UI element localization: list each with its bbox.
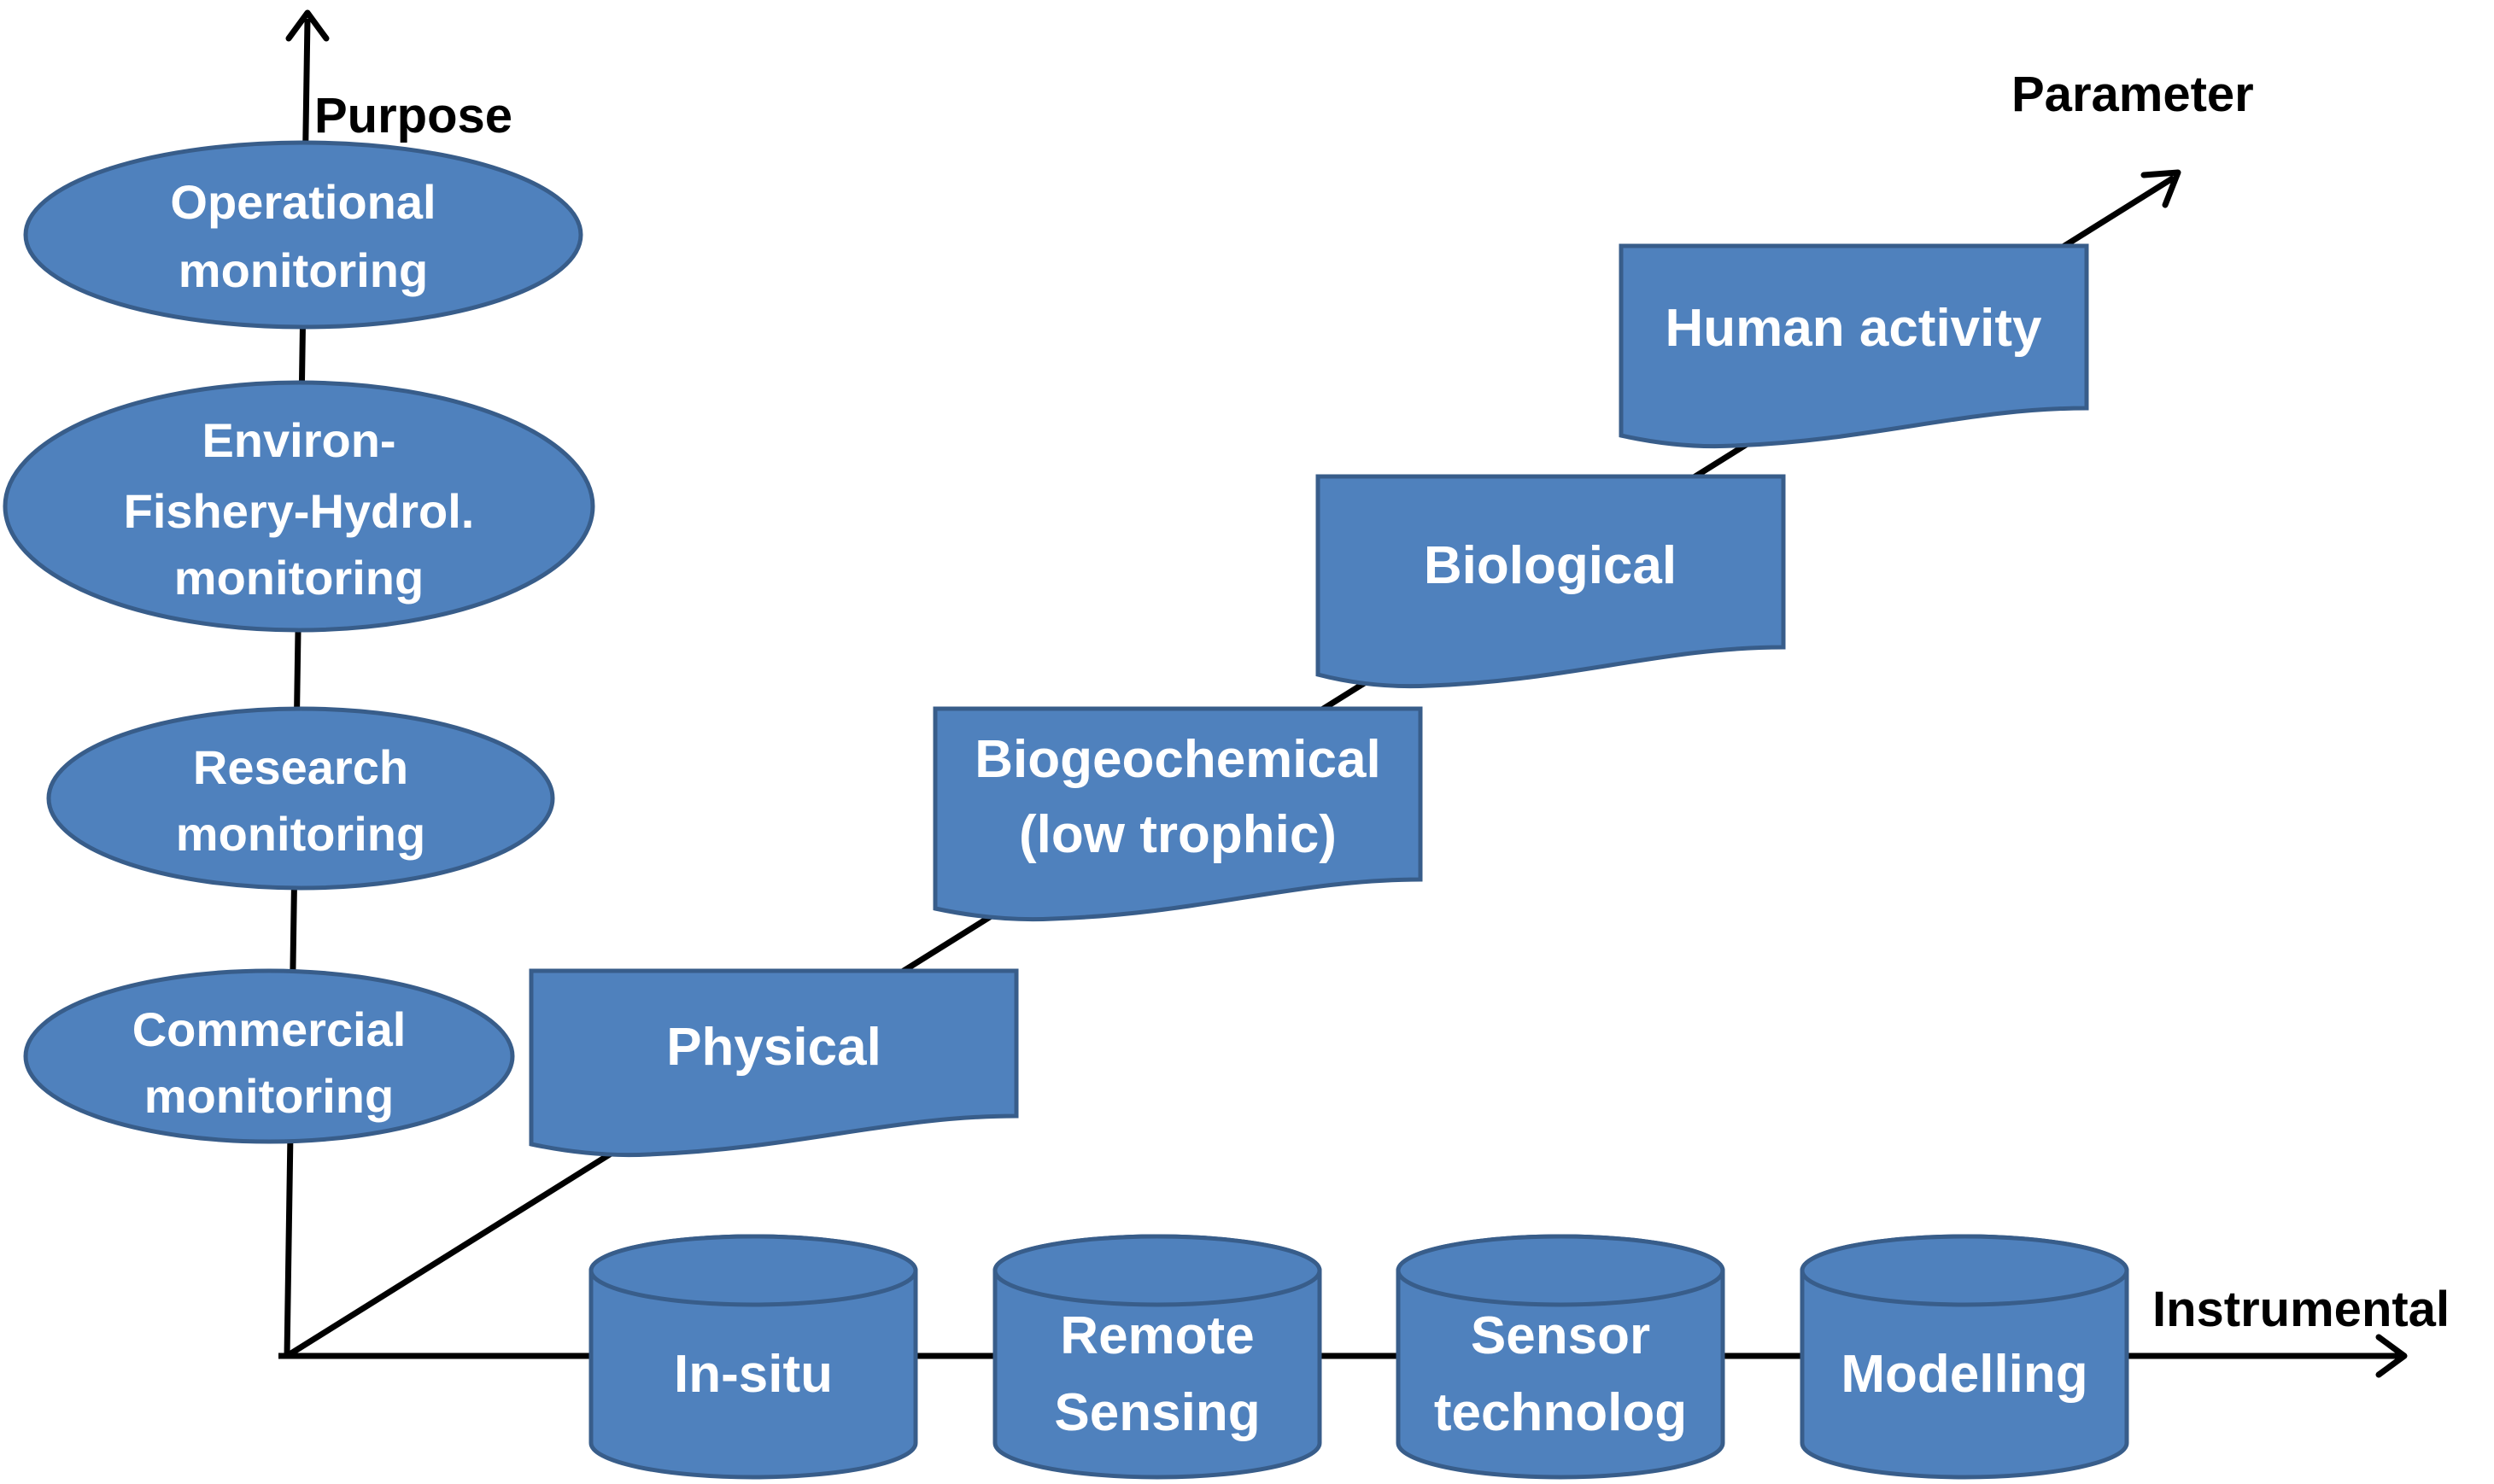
- purpose-nodes: Operational monitoring Environ- Fishery-…: [3, 140, 595, 1144]
- purpose-node-shape: [46, 706, 555, 891]
- instrumental-node-label: Remote: [1060, 1306, 1254, 1365]
- instrumental-node-label: Sensing: [1054, 1383, 1260, 1442]
- parameter-node-biological[interactable]: Biological: [1315, 474, 1786, 689]
- instrumental-axis-label: Instrumental: [2152, 1282, 2450, 1337]
- parameter-node-physical[interactable]: Physical: [529, 968, 1019, 1158]
- instrumental-axis-arrowhead: [2375, 1334, 2408, 1378]
- purpose-node-label: monitoring: [174, 551, 424, 605]
- instrumental-node-top: [992, 1234, 1322, 1307]
- instrumental-node-sensor-technolog[interactable]: Sensor technolog: [1396, 1234, 1725, 1480]
- parameter-node-label: (low trophic): [1019, 805, 1337, 864]
- instrumental-node-top: [1396, 1234, 1725, 1307]
- purpose-node-research[interactable]: Research monitoring: [46, 706, 555, 891]
- instrumental-node-top: [588, 1234, 918, 1307]
- purpose-node-label: monitoring: [144, 1069, 394, 1123]
- purpose-axis-arrowhead: [285, 9, 330, 42]
- purpose-node-environ-fishery-hydrol[interactable]: Environ- Fishery-Hydrol. monitoring: [3, 380, 595, 633]
- instrumental-node-remote-sensing[interactable]: Remote Sensing: [992, 1234, 1322, 1480]
- purpose-node-label: monitoring: [176, 807, 425, 861]
- parameter-node-label: Biological: [1424, 536, 1677, 595]
- purpose-node-label: Commercial: [132, 1002, 407, 1056]
- purpose-node-operational[interactable]: Operational monitoring: [23, 140, 583, 330]
- parameter-nodes: Physical Biogeochemical (low trophic) Bi…: [529, 243, 2089, 1158]
- purpose-node-label: Fishery-Hydrol.: [124, 484, 475, 538]
- purpose-node-label: monitoring: [179, 243, 428, 297]
- instrumental-node-label: In-situ: [674, 1345, 833, 1404]
- parameter-node-shape: [1315, 474, 1786, 689]
- instrumental-node-in-situ[interactable]: In-situ: [588, 1234, 918, 1480]
- instrumental-node-label: Sensor: [1471, 1306, 1650, 1365]
- instrumental-node-label: technolog: [1434, 1383, 1687, 1442]
- purpose-node-label: Operational: [170, 175, 436, 229]
- parameter-axis-arrowhead: [2140, 169, 2181, 208]
- purpose-node-label: Environ-: [202, 413, 395, 467]
- parameter-axis-label: Parameter: [2011, 67, 2254, 122]
- instrumental-node-top: [1800, 1234, 2129, 1307]
- instrumental-node-modelling[interactable]: Modelling: [1800, 1234, 2129, 1480]
- purpose-axis-label: Purpose: [314, 88, 512, 143]
- parameter-node-shape: [1619, 243, 2089, 449]
- parameter-node-shape: [529, 968, 1019, 1158]
- axes: Purpose Parameter Instrumental: [278, 9, 2450, 1378]
- parameter-node-label: Physical: [666, 1018, 881, 1077]
- purpose-node-shape: [23, 140, 583, 330]
- parameter-node-label: Human activity: [1665, 299, 2042, 358]
- parameter-node-label: Biogeochemical: [975, 730, 1380, 789]
- instrumental-nodes: In-situ Remote Sensing Sensor technolog …: [588, 1234, 2129, 1480]
- purpose-node-label: Research: [193, 740, 408, 794]
- purpose-node-shape: [23, 968, 515, 1144]
- purpose-node-shape: [3, 380, 595, 633]
- instrumental-node-label: Modelling: [1841, 1345, 2087, 1404]
- parameter-node-human-activity[interactable]: Human activity: [1619, 243, 2089, 449]
- parameter-node-shape: [933, 706, 1423, 922]
- parameter-node-biogeochemical[interactable]: Biogeochemical (low trophic): [933, 706, 1423, 922]
- purpose-node-commercial[interactable]: Commercial monitoring: [23, 968, 515, 1144]
